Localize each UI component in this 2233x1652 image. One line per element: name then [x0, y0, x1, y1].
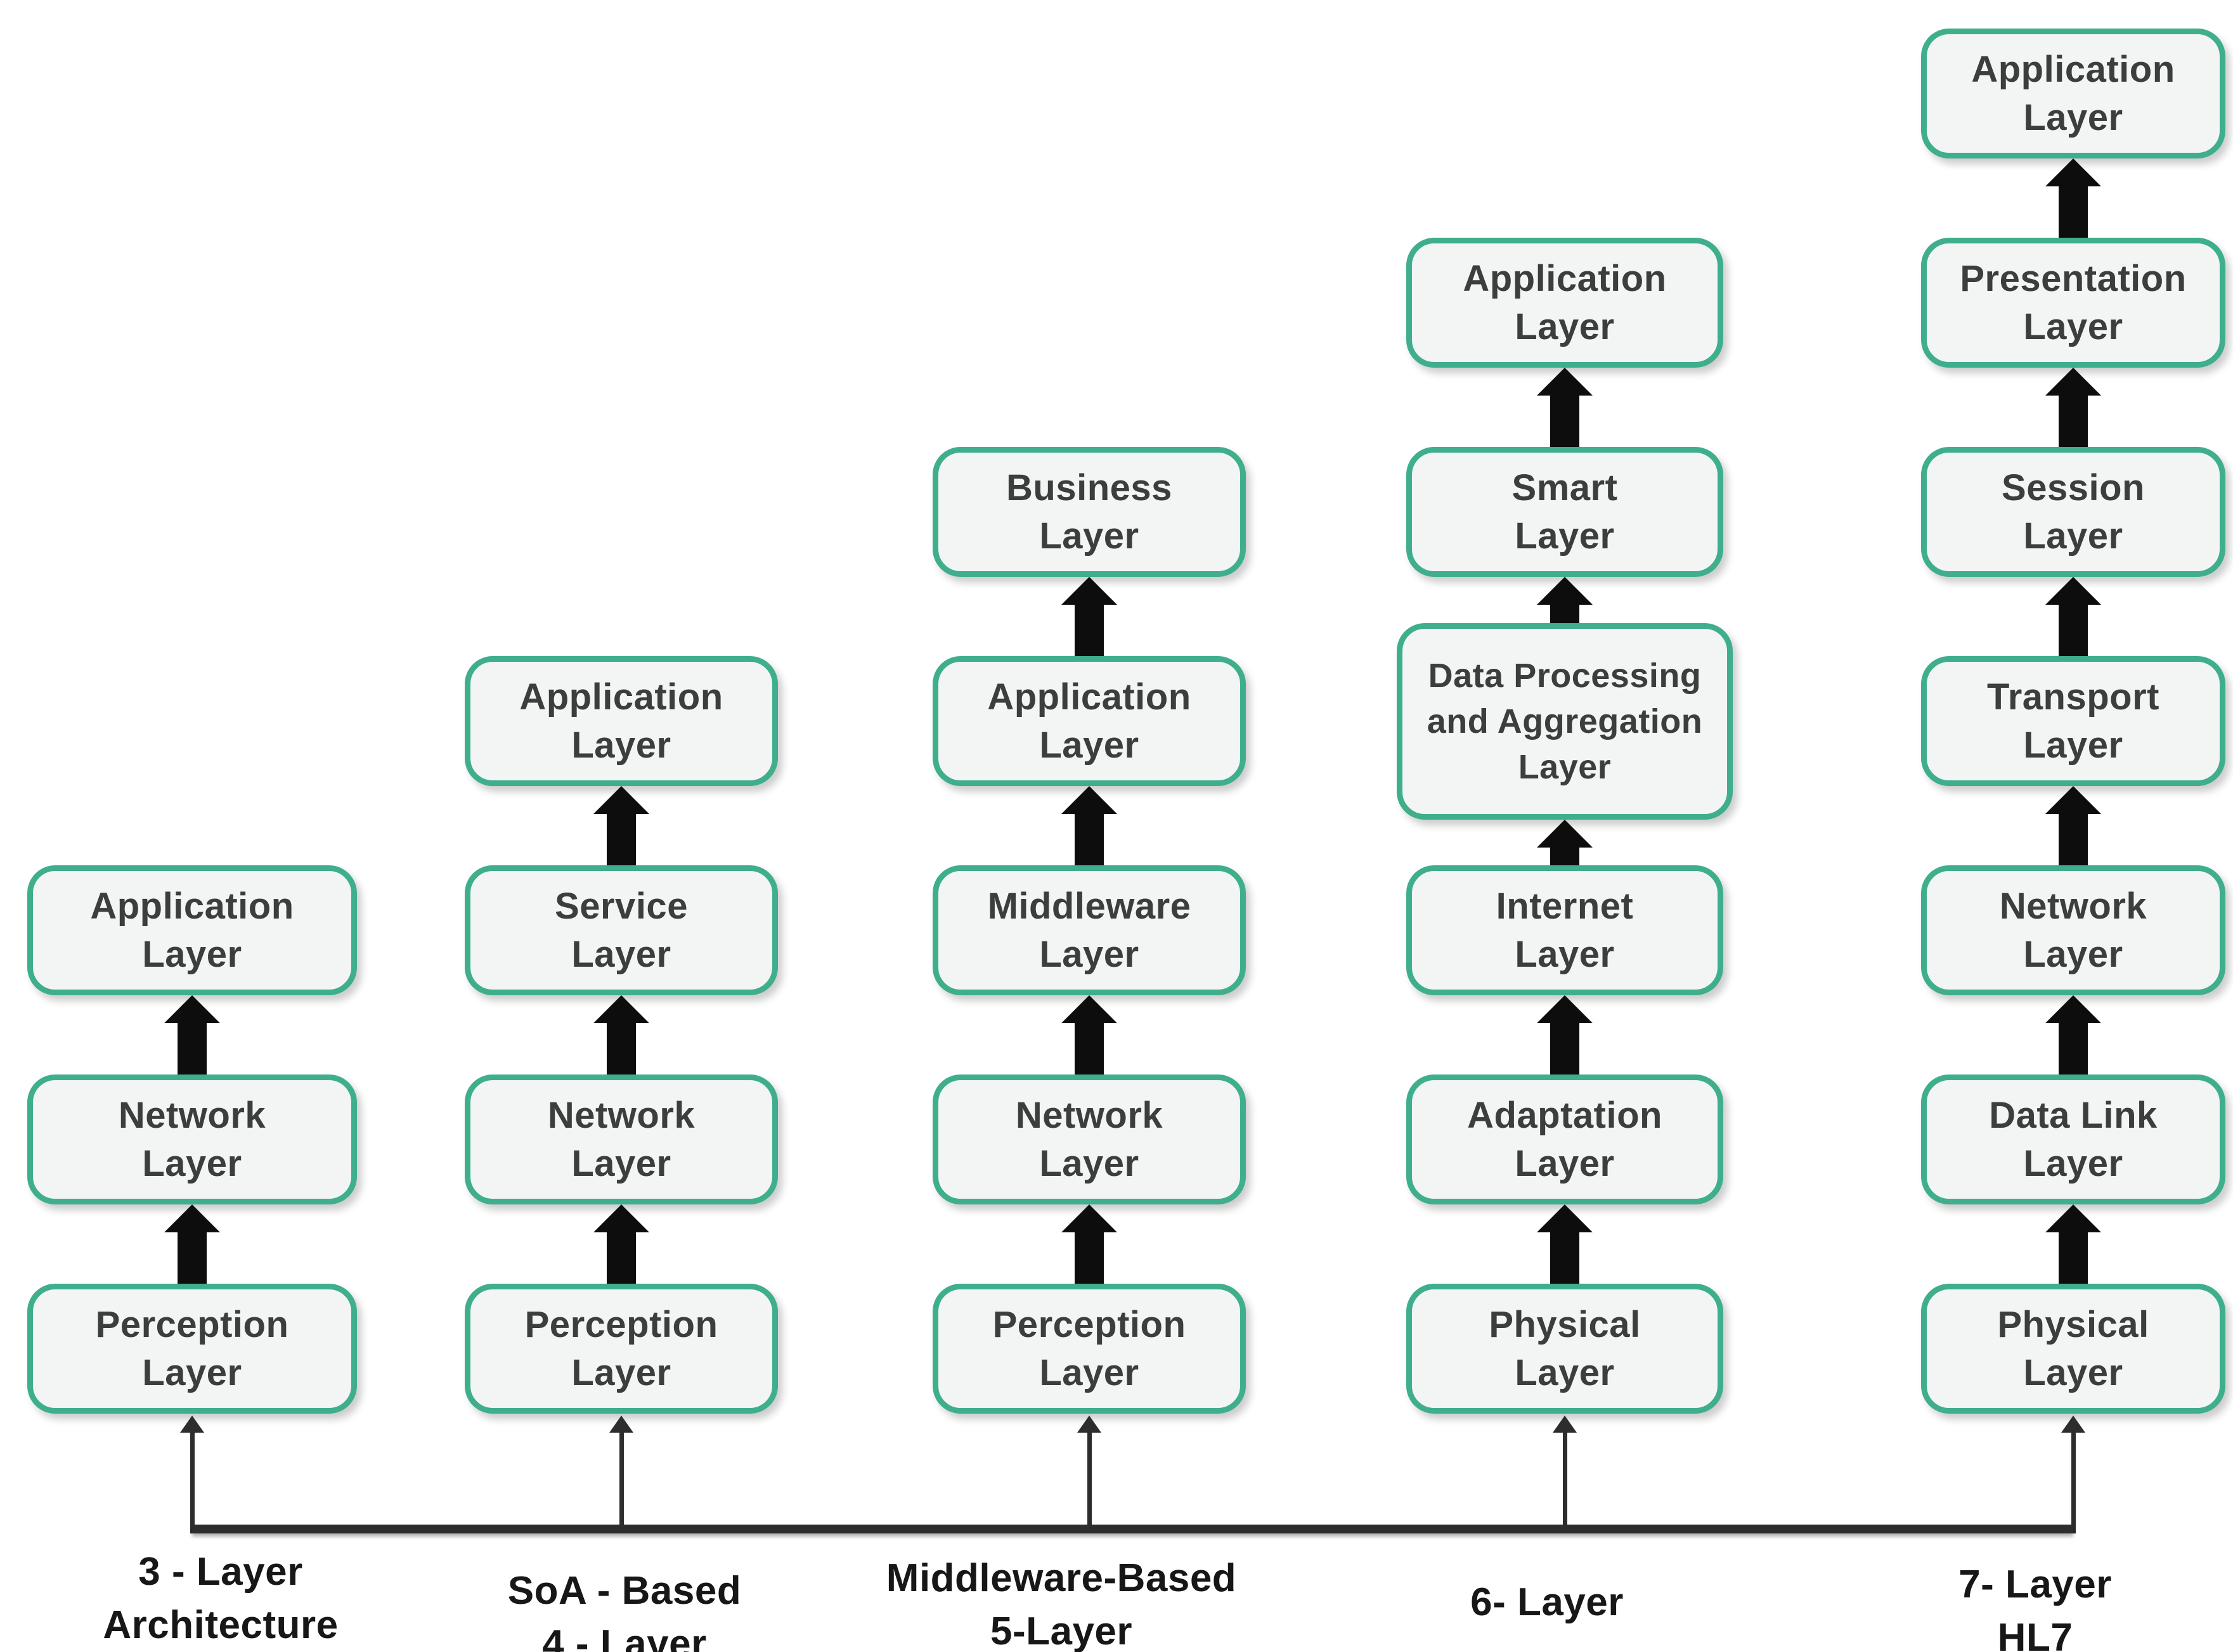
up-arrow-soa-based-4-layer-2-stem — [607, 1022, 636, 1074]
up-arrow-7-layer-hl7-4-stem — [2059, 603, 2088, 656]
layer-box-business-layer: Business Layer — [933, 447, 1246, 577]
layer-box-adaptation-layer: Adaptation Layer — [1406, 1074, 1723, 1204]
layer-box-transport-layer: Transport Layer — [1921, 656, 2225, 786]
up-arrow-6-layer-4-head — [1537, 577, 1593, 605]
up-arrow-soa-based-4-layer-3-stem — [607, 813, 636, 865]
layer-box-middleware-layer: Middleware Layer — [933, 865, 1246, 995]
connector-arrowhead-3-layer-architecture — [180, 1416, 204, 1433]
up-arrow-soa-based-4-layer-1-stem — [607, 1231, 636, 1284]
layer-box-physical-layer: Physical Layer — [1921, 1284, 2225, 1414]
up-arrow-7-layer-hl7-5-stem — [2059, 394, 2088, 447]
up-arrow-7-layer-hl7-3-head — [2045, 786, 2101, 814]
column-label-6-layer: 6- Layer — [1470, 1580, 1624, 1624]
up-arrow-7-layer-hl7-2-head — [2045, 995, 2101, 1023]
layer-box-network-layer: Network Layer — [933, 1074, 1246, 1204]
up-arrow-7-layer-hl7-1-head — [2045, 1204, 2101, 1232]
column-label-soa-based-4-layer: SoA - Based 4 - Layer — [507, 1569, 742, 1652]
column-label-7-layer-hl7: 7- Layer HL7 — [1958, 1563, 2112, 1652]
up-arrow-7-layer-hl7-2-stem — [2059, 1022, 2088, 1074]
connector-stem-soa-based-4-layer — [619, 1431, 624, 1533]
layer-box-application-layer: Application Layer — [1406, 238, 1723, 368]
layer-box-network-layer: Network Layer — [27, 1074, 357, 1204]
connector-stem-6-layer — [1562, 1431, 1567, 1533]
up-arrow-middleware-based-5-layer-2-head — [1061, 995, 1117, 1023]
connector-arrowhead-6-layer — [1553, 1416, 1577, 1433]
connector-stem-middleware-based-5-layer — [1087, 1431, 1092, 1533]
layer-box-service-layer: Service Layer — [465, 865, 778, 995]
layer-box-application-layer: Application Layer — [27, 865, 357, 995]
layer-box-perception-layer: Perception Layer — [933, 1284, 1246, 1414]
up-arrow-middleware-based-5-layer-4-head — [1061, 577, 1117, 605]
up-arrow-3-layer-architecture-2-stem — [178, 1022, 207, 1074]
layer-box-session-layer: Session Layer — [1921, 447, 2225, 577]
layer-box-perception-layer: Perception Layer — [465, 1284, 778, 1414]
layer-box-network-layer: Network Layer — [1921, 865, 2225, 995]
up-arrow-6-layer-3-head — [1537, 819, 1593, 848]
up-arrow-6-layer-2-head — [1537, 995, 1593, 1023]
layer-box-application-layer: Application Layer — [933, 656, 1246, 786]
layer-box-physical-layer: Physical Layer — [1406, 1284, 1723, 1414]
up-arrow-middleware-based-5-layer-2-stem — [1075, 1022, 1104, 1074]
connector-arrowhead-middleware-based-5-layer — [1077, 1416, 1101, 1433]
up-arrow-7-layer-hl7-5-head — [2045, 368, 2101, 396]
layer-box-data-link-layer: Data Link Layer — [1921, 1074, 2225, 1204]
up-arrow-3-layer-architecture-1-head — [164, 1204, 220, 1232]
connector-arrowhead-7-layer-hl7 — [2061, 1416, 2085, 1433]
connector-stem-7-layer-hl7 — [2071, 1431, 2076, 1533]
up-arrow-7-layer-hl7-1-stem — [2059, 1231, 2088, 1284]
up-arrow-6-layer-2-stem — [1550, 1022, 1579, 1074]
up-arrow-6-layer-3-stem — [1550, 846, 1579, 865]
up-arrow-soa-based-4-layer-2-head — [593, 995, 649, 1023]
layer-box-internet-layer: Internet Layer — [1406, 865, 1723, 995]
layer-box-application-layer: Application Layer — [1921, 29, 2225, 158]
layer-box-application-layer: Application Layer — [465, 656, 778, 786]
up-arrow-3-layer-architecture-1-stem — [178, 1231, 207, 1284]
up-arrow-7-layer-hl7-6-stem — [2059, 185, 2088, 238]
up-arrow-6-layer-1-head — [1537, 1204, 1593, 1232]
up-arrow-6-layer-4-stem — [1550, 603, 1579, 623]
up-arrow-soa-based-4-layer-1-head — [593, 1204, 649, 1232]
up-arrow-3-layer-architecture-2-head — [164, 995, 220, 1023]
column-label-3-layer-architecture: 3 - Layer Architecture — [103, 1550, 339, 1647]
up-arrow-7-layer-hl7-4-head — [2045, 577, 2101, 605]
up-arrow-6-layer-5-stem — [1550, 394, 1579, 447]
connector-arrowhead-soa-based-4-layer — [609, 1416, 633, 1433]
up-arrow-middleware-based-5-layer-1-head — [1061, 1204, 1117, 1232]
layer-box-perception-layer: Perception Layer — [27, 1284, 357, 1414]
up-arrow-middleware-based-5-layer-1-stem — [1075, 1231, 1104, 1284]
up-arrow-middleware-based-5-layer-3-head — [1061, 786, 1117, 814]
up-arrow-middleware-based-5-layer-4-stem — [1075, 603, 1104, 656]
up-arrow-7-layer-hl7-6-head — [2045, 158, 2101, 186]
up-arrow-soa-based-4-layer-3-head — [593, 786, 649, 814]
layer-box-presentation-layer: Presentation Layer — [1921, 238, 2225, 368]
up-arrow-middleware-based-5-layer-3-stem — [1075, 813, 1104, 865]
layer-box-smart-layer: Smart Layer — [1406, 447, 1723, 577]
layer-box-network-layer: Network Layer — [465, 1074, 778, 1204]
layer-box-data-processing-and-aggregation-layer: Data Processing and Aggregation Layer — [1397, 623, 1733, 820]
connector-stem-3-layer-architecture — [190, 1431, 195, 1533]
up-arrow-6-layer-5-head — [1537, 368, 1593, 396]
bottom-connector-line — [192, 1525, 2073, 1533]
up-arrow-7-layer-hl7-3-stem — [2059, 813, 2088, 865]
up-arrow-6-layer-1-stem — [1550, 1231, 1579, 1284]
column-label-middleware-based-5-layer: Middleware-Based 5-Layer — [886, 1556, 1237, 1652]
